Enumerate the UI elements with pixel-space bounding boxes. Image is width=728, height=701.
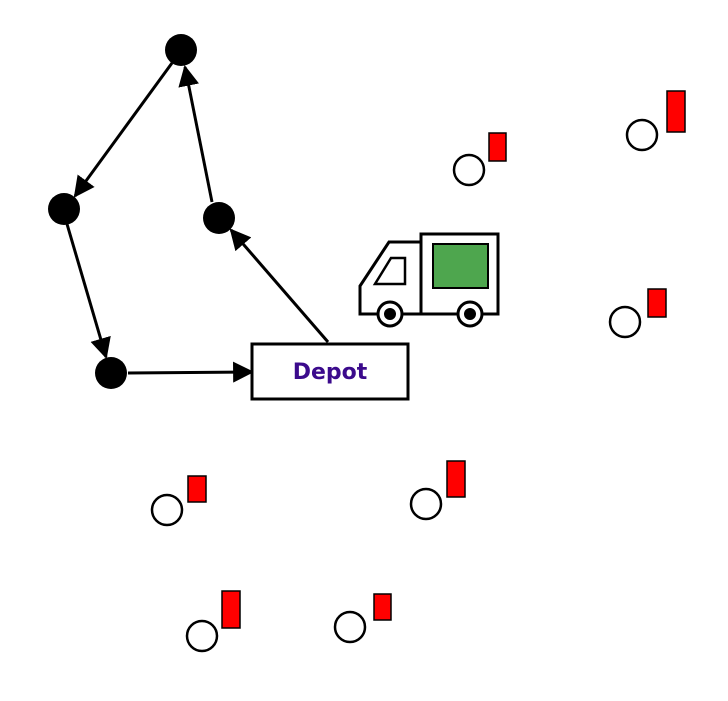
- demand-bar-icon: [373, 593, 392, 621]
- visited-node: [203, 202, 235, 234]
- unvisited-node: [608, 305, 642, 339]
- unvisited-customer: [150, 475, 207, 527]
- unvisited-customer: [452, 132, 507, 187]
- unvisited-customer: [185, 590, 241, 653]
- route-arrows: [65, 62, 330, 383]
- truck-window: [372, 256, 407, 286]
- route-arrow-node-4-to-node-1: [178, 64, 214, 203]
- unvisited-customer: [333, 593, 392, 644]
- unvisited-customer: [409, 460, 466, 521]
- demand-bar-icon: [187, 475, 207, 503]
- route-arrow-node-2-to-node-3: [65, 223, 111, 360]
- demand-bar-icon: [221, 590, 241, 629]
- visited-nodes: [48, 34, 235, 389]
- route-arrow-node-3-to-depot: [127, 361, 255, 383]
- unvisited-node: [409, 487, 443, 521]
- unvisited-node: [185, 619, 219, 653]
- unvisited-customers: [150, 90, 686, 653]
- demand-bar-icon: [446, 460, 466, 498]
- unvisited-node: [452, 153, 486, 187]
- depot: Depot: [250, 342, 410, 401]
- truck-front-wheel-hub: [384, 308, 396, 320]
- unvisited-customer: [625, 90, 686, 152]
- depot-box: [250, 342, 410, 401]
- demand-bar-icon: [647, 288, 667, 318]
- route-arrow-depot-to-node-4: [229, 228, 330, 343]
- route-arrow-node-1-to-node-2: [73, 62, 174, 198]
- demand-bar-icon: [666, 90, 686, 133]
- visited-node: [48, 193, 80, 225]
- unvisited-node: [150, 493, 184, 527]
- unvisited-customer: [608, 288, 667, 339]
- unvisited-node: [625, 118, 659, 152]
- truck-cargo-load: [432, 243, 489, 289]
- visited-node: [95, 357, 127, 389]
- visited-node: [165, 34, 197, 66]
- depot-label: Depot: [293, 360, 368, 385]
- demand-bar-icon: [488, 132, 507, 162]
- unvisited-node: [333, 610, 367, 644]
- delivery-truck-icon: [358, 232, 500, 328]
- truck-rear-wheel-hub: [464, 308, 476, 320]
